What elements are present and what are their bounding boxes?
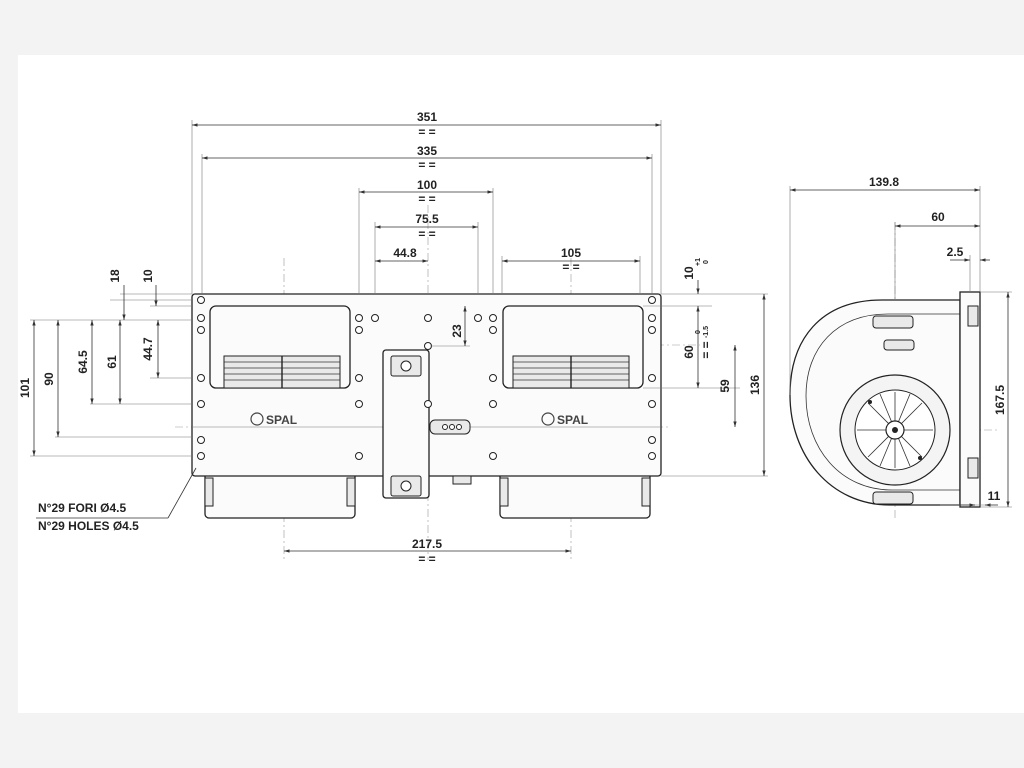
sym-mark-100: = = (418, 192, 435, 206)
motor-screw-top (400, 360, 412, 372)
left-housing-clip-2 (346, 477, 356, 507)
holes-leader (167, 467, 197, 519)
right-scroll-housing (499, 469, 651, 519)
right-dimensions (430, 280, 768, 477)
left-housing-clip (204, 477, 214, 507)
dim-64-5: 64.5 (76, 350, 90, 374)
dim-351: 351 (417, 110, 437, 124)
dim-60-side: 60 (931, 210, 945, 224)
dim-90: 90 (42, 372, 56, 386)
motor-screw-bottom (400, 480, 412, 492)
left-scroll-housing (204, 469, 356, 519)
spal-logo-right: SPAL (541, 412, 588, 427)
dim-11: 11 (988, 489, 1001, 503)
side-bracket-mid (883, 339, 915, 351)
left-impeller-blades (224, 356, 340, 388)
motor-shaft (892, 427, 898, 433)
sym-mark-335: = = (418, 158, 435, 172)
right-housing-clip (499, 477, 509, 507)
dim-105: 105 (561, 246, 581, 260)
side-bracket-bottom (872, 491, 914, 505)
mounting-holes (197, 296, 656, 460)
dim-18: 18 (108, 269, 122, 283)
connector-tab (452, 475, 472, 485)
dim-23: 23 (450, 324, 464, 338)
side-view: 139.8 60 2.5 167.5 11 (789, 175, 1012, 520)
dim-60-front: 60 (682, 345, 696, 359)
spal-logo-left: SPAL (250, 412, 297, 427)
sym-mark-105: = = (562, 260, 579, 274)
tol-60: 0-1.5 (695, 326, 710, 338)
top-dimensions (191, 120, 662, 294)
dim-75-5: 75.5 (415, 212, 439, 226)
brand-label-right: SPAL (557, 413, 588, 427)
dim-167-5: 167.5 (993, 385, 1007, 415)
brand-label-left: SPAL (266, 413, 297, 427)
motor-bracket (382, 349, 430, 499)
sym-mark-217-5: = = (418, 552, 435, 566)
sym-mark-75-5: = = (418, 227, 435, 241)
flange-tab-bottom (967, 457, 979, 479)
tol-10: +10 (695, 258, 710, 266)
left-dimensions (30, 285, 192, 457)
right-housing-clip-2 (641, 477, 651, 507)
dim-335: 335 (417, 144, 437, 158)
dim-217-5: 217.5 (412, 537, 442, 551)
sym-mark-60: = = (699, 341, 713, 358)
flange-tab-top (967, 305, 979, 327)
dim-61: 61 (105, 355, 119, 369)
dim-10-right: 10 (682, 266, 696, 280)
dim-59: 59 (718, 379, 732, 393)
dim-44-8: 44.8 (393, 246, 417, 260)
dim-139-8: 139.8 (869, 175, 899, 189)
front-view: SPAL SPAL (18, 110, 768, 566)
dim-44-7: 44.7 (141, 337, 155, 361)
side-bracket-top (872, 315, 914, 329)
dim-2-5: 2.5 (947, 245, 964, 259)
dim-101: 101 (18, 378, 32, 398)
sym-mark-351: = = (418, 125, 435, 139)
dim-136: 136 (748, 375, 762, 395)
side-dimensions (789, 186, 1012, 508)
dim-10-left: 10 (141, 269, 155, 283)
holes-note-it: N°29 FORI Ø4.5 (38, 501, 126, 515)
right-impeller-blades (513, 356, 629, 388)
holes-note-en: N°29 HOLES Ø4.5 (38, 519, 139, 533)
dim-100: 100 (417, 178, 437, 192)
